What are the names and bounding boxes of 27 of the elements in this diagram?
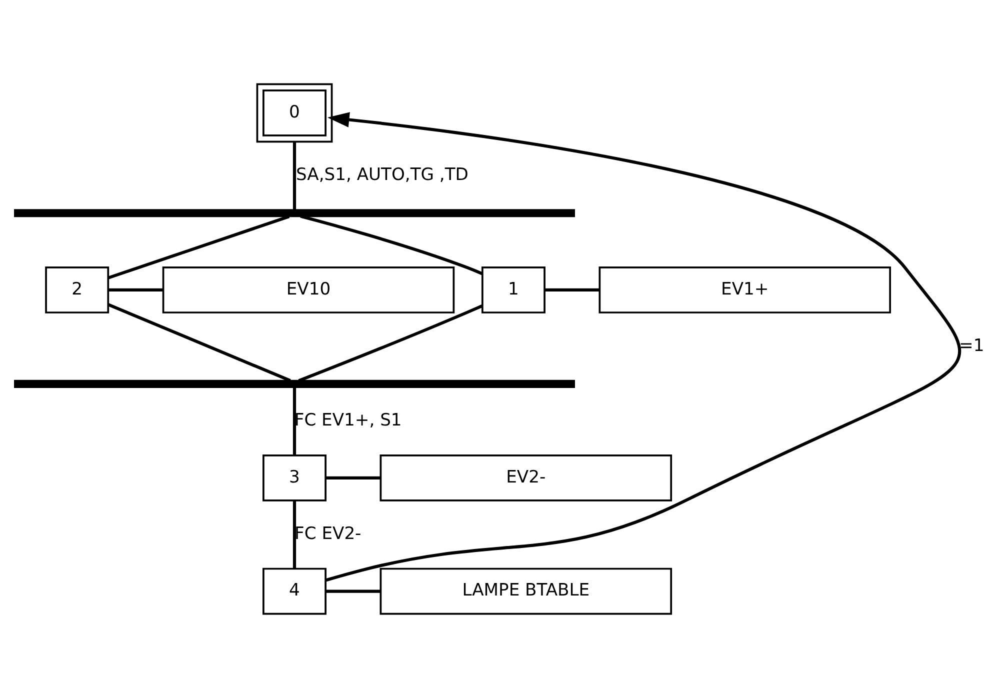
node-box: 2 [45, 266, 110, 314]
node-box: EV1+ [598, 266, 892, 314]
connector [108, 288, 163, 292]
connector [292, 387, 296, 456]
edge-label: =1 [959, 336, 984, 356]
node-box: EV2- [380, 454, 672, 502]
node-box: 4 [262, 568, 326, 615]
connector [292, 142, 296, 210]
edge-label: FC EV1+, S1 [294, 410, 402, 431]
node-box: 1 [481, 266, 546, 314]
edge-label: SA,S1, AUTO,TG ,TD [296, 165, 468, 186]
connector [326, 476, 380, 480]
connector [292, 500, 296, 569]
node-box: LAMPE BTABLE [380, 568, 672, 615]
connector [544, 288, 600, 292]
node-bar [14, 209, 575, 218]
node-box: 0 [256, 83, 333, 143]
arrow [325, 112, 960, 582]
node-box: 3 [262, 454, 326, 502]
connector [108, 215, 290, 280]
connector [108, 303, 291, 382]
node-bar [14, 380, 575, 388]
connector [300, 214, 483, 276]
edge-label: FC EV2- [294, 524, 362, 544]
connector [298, 304, 483, 382]
node-box: EV10 [162, 266, 455, 314]
connector [326, 590, 380, 593]
